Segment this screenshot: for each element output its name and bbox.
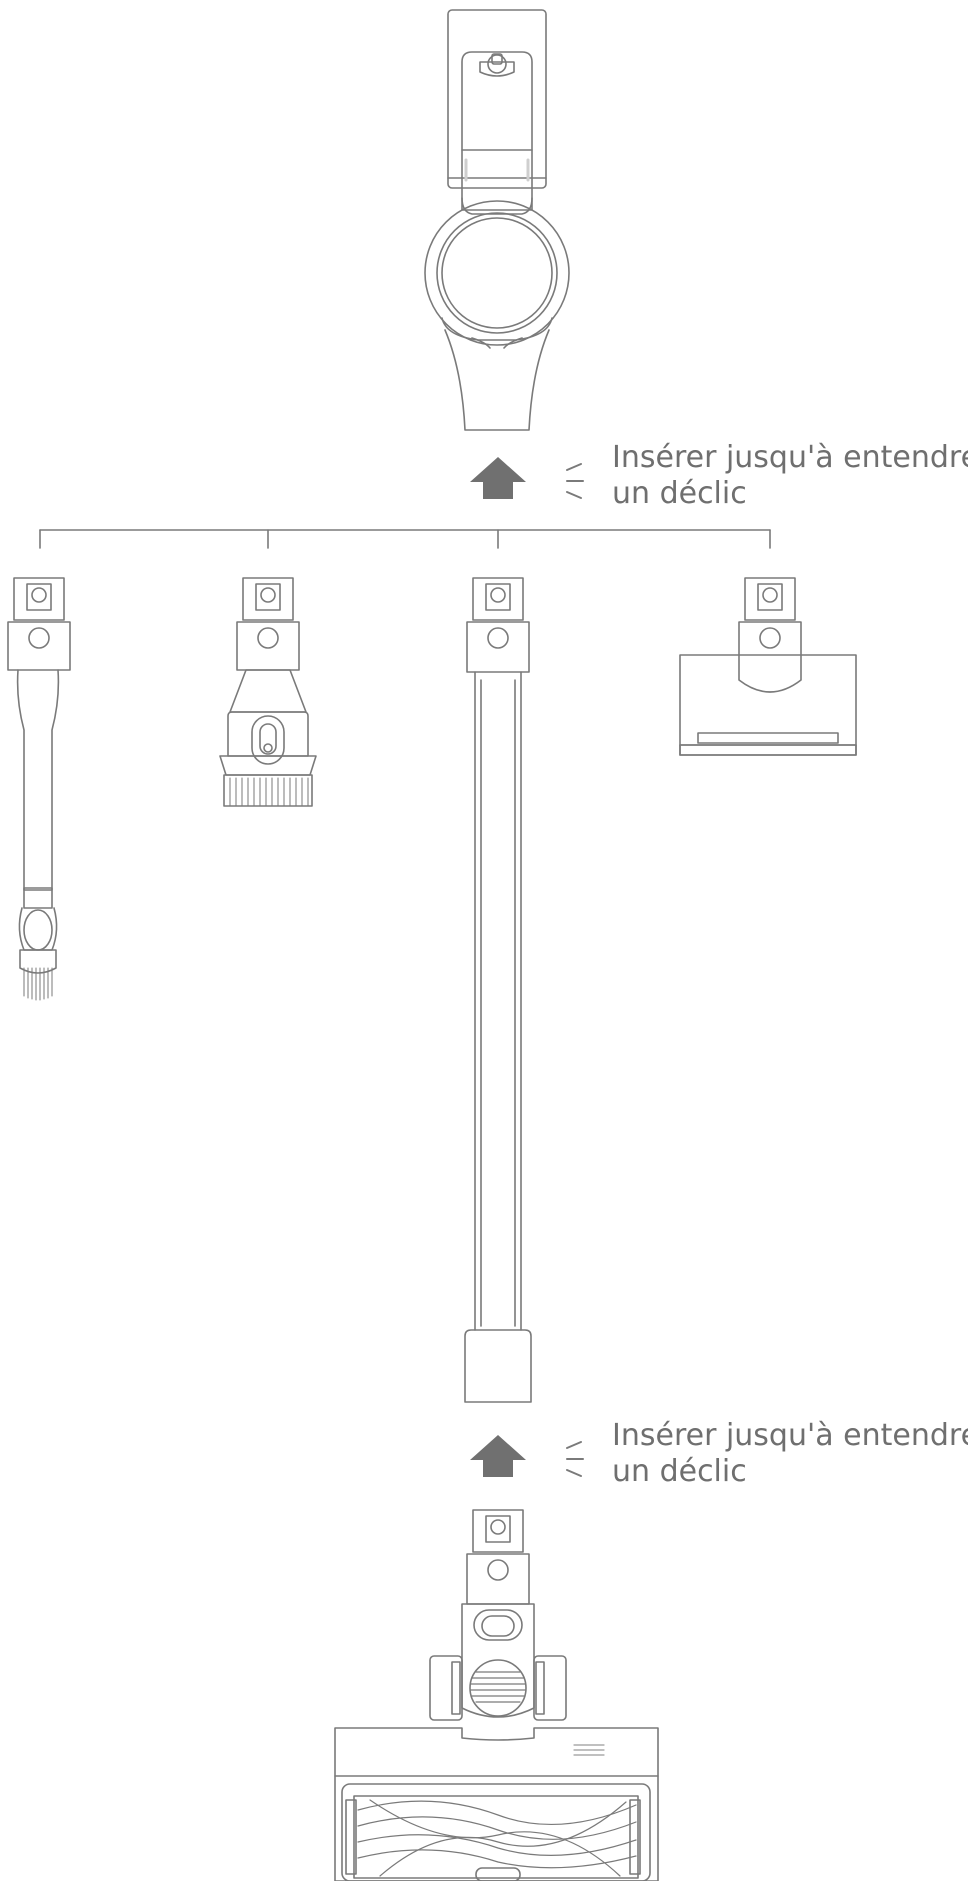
click-sound-icon — [567, 1442, 583, 1476]
callout-text-1-line1: Insérer jusqu'à entendre — [612, 440, 968, 476]
callout-insert-2 — [470, 1435, 583, 1477]
up-arrow-icon — [470, 1435, 526, 1477]
callout-insert-1 — [470, 457, 583, 499]
floor-brush-head — [335, 1510, 658, 1881]
brush-tool — [220, 578, 316, 806]
attachment-bracket — [40, 530, 770, 548]
click-sound-icon — [567, 464, 583, 498]
callout-text-2-line1: Insérer jusqu'à entendre — [612, 1418, 968, 1454]
up-arrow-icon — [470, 457, 526, 499]
callout-text-2-line2: un déclic — [612, 1454, 747, 1490]
crevice-tool — [8, 578, 70, 1000]
callout-text-1-line2: un déclic — [612, 476, 747, 512]
extension-tube — [465, 578, 531, 1402]
mini-brush-tool — [680, 578, 856, 755]
vacuum-main-body — [425, 10, 569, 430]
